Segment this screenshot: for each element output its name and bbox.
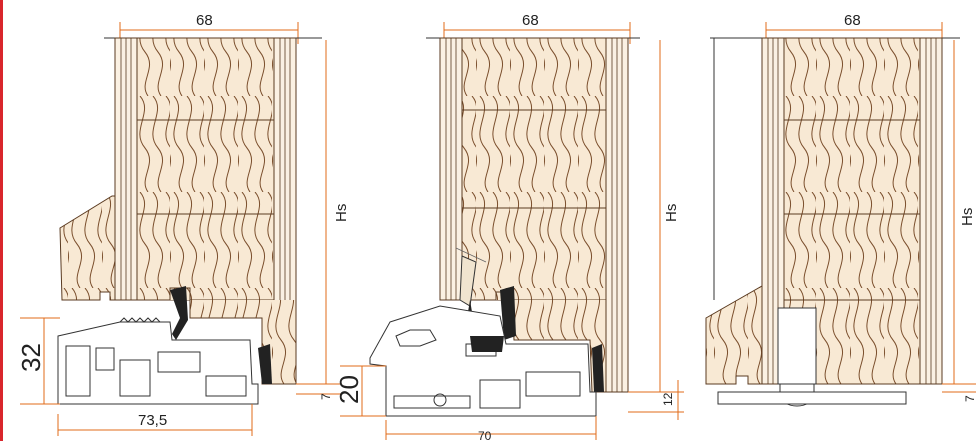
width-label: 68 bbox=[522, 12, 539, 29]
wood-core bbox=[136, 37, 275, 301]
section-drawing-3: 68 Hs 7 bbox=[705, 12, 976, 407]
drop-seal bbox=[777, 307, 817, 385]
width-label: 68 bbox=[196, 12, 213, 29]
width-label: 68 bbox=[844, 12, 861, 29]
threshold-profile bbox=[369, 305, 597, 417]
threshold-width-label: 70 bbox=[478, 429, 492, 441]
gap-label: 7 bbox=[963, 395, 976, 402]
section-drawing-2: 68 20 70 Hs 1 bbox=[334, 12, 684, 441]
gap-label: 7 bbox=[319, 393, 333, 400]
height-label: Hs bbox=[959, 208, 976, 226]
section-drawing-1: 68 32 73,5 Hs bbox=[16, 12, 350, 436]
gap-label: 12 bbox=[661, 392, 675, 406]
threshold-height-label: 20 bbox=[334, 375, 364, 404]
wood-core bbox=[461, 37, 607, 301]
height-label: Hs bbox=[333, 204, 350, 222]
threshold-height-label: 32 bbox=[16, 343, 46, 372]
height-label: Hs bbox=[663, 204, 680, 222]
threshold-width-label: 73,5 bbox=[138, 412, 167, 429]
page-edge-bar bbox=[0, 0, 3, 441]
